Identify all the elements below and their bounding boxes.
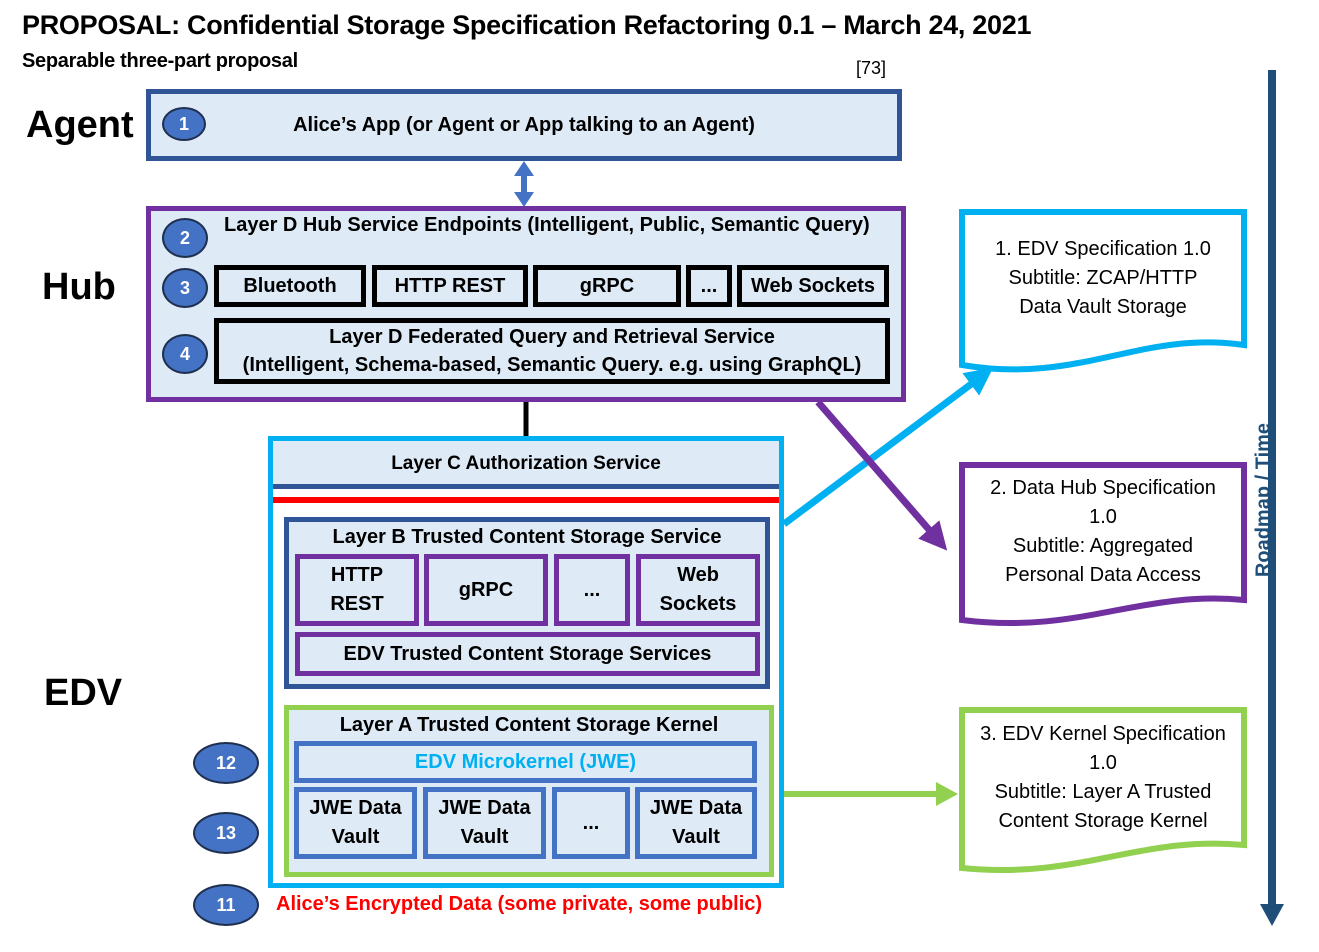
hub-endpoints-title: Layer D Hub Service Endpoints (Intellige… bbox=[224, 214, 870, 236]
vault-line: Vault bbox=[672, 826, 720, 848]
agent-label: Agent bbox=[26, 104, 134, 146]
protocol-line: gRPC bbox=[458, 578, 514, 601]
layer-b-protocol-web-sockets[interactable]: Web Sockets bbox=[636, 554, 760, 626]
vault-line: Vault bbox=[460, 826, 509, 848]
vault-line: ... bbox=[582, 811, 600, 834]
hub-protocol-web-sockets[interactable]: Web Sockets bbox=[737, 265, 889, 307]
spec-line: 3. EDV Kernel Specification bbox=[980, 723, 1226, 745]
vault-line: JWE Data bbox=[309, 797, 402, 819]
federated-query-title: Layer D Federated Query and Retrieval Se… bbox=[329, 326, 775, 348]
badge-11: 11 bbox=[193, 884, 259, 926]
spec3-document bbox=[959, 707, 1247, 874]
jwe-data-vault[interactable]: JWE Data Vault bbox=[423, 787, 546, 859]
spec3-text[interactable]: 3. EDV Kernel Specification 1.0 Subtitle… bbox=[966, 720, 1240, 836]
badge-4: 4 bbox=[162, 334, 208, 374]
spec1-text[interactable]: 1. EDV Specification 1.0 Subtitle: ZCAP/… bbox=[966, 235, 1240, 322]
hub-protocol-bluetooth[interactable]: Bluetooth bbox=[214, 265, 366, 307]
badge-12: 12 bbox=[193, 742, 259, 784]
layer-c-authorization[interactable]: Layer C Authorization Service bbox=[273, 441, 779, 486]
agent-app-label: Alice’s App (or Agent or App talking to … bbox=[293, 113, 755, 136]
roadmap-arrow bbox=[1260, 70, 1284, 926]
hub-to-spec2-arrow bbox=[815, 399, 948, 551]
hub-protocol-grpc[interactable]: gRPC bbox=[533, 265, 681, 307]
protocol-label: gRPC bbox=[579, 274, 635, 297]
badge-13: 13 bbox=[193, 812, 259, 854]
hub-protocol-more[interactable]: ... bbox=[686, 265, 732, 307]
spec-line: Subtitle: Aggregated bbox=[1012, 535, 1194, 557]
layer-b-protocol-http-rest[interactable]: HTTP REST bbox=[295, 554, 419, 626]
authorization-divider-blue bbox=[273, 484, 779, 489]
layer-b-title: Layer B Trusted Content Storage Service bbox=[332, 526, 722, 548]
agent-hub-double-arrow bbox=[514, 161, 534, 207]
protocol-line: HTTP bbox=[330, 564, 384, 586]
protocol-label: Bluetooth bbox=[243, 274, 337, 297]
hub-protocol-http-rest[interactable]: HTTP REST bbox=[372, 265, 528, 307]
layer-c-label: Layer C Authorization Service bbox=[391, 452, 661, 474]
layer-a-title: Layer A Trusted Content Storage Kernel bbox=[339, 714, 719, 736]
protocol-line: Web bbox=[677, 564, 719, 586]
edv-trusted-content-storage-services[interactable]: EDV Trusted Content Storage Services bbox=[295, 632, 760, 676]
jwe-data-vault[interactable]: JWE Data Vault bbox=[635, 787, 757, 859]
jwe-data-vault[interactable]: JWE Data Vault bbox=[294, 787, 417, 859]
spec-line: 1.0 bbox=[1089, 752, 1117, 774]
spec-line: Subtitle: Layer A Trusted bbox=[994, 781, 1212, 803]
edv-label: EDV bbox=[44, 672, 123, 714]
badge-1: 1 bbox=[162, 107, 206, 141]
services-label: EDV Trusted Content Storage Services bbox=[343, 642, 712, 665]
hub-label: Hub bbox=[42, 266, 116, 308]
spec-line: Personal Data Access bbox=[1005, 564, 1201, 586]
vault-line: JWE Data bbox=[438, 797, 531, 819]
federated-query-subtitle: (Intelligent, Schema-based, Semantic Que… bbox=[242, 354, 862, 376]
page-subtitle: Separable three-part proposal bbox=[22, 50, 298, 72]
protocol-line: Sockets bbox=[659, 593, 737, 615]
authorization-divider-red bbox=[273, 497, 779, 503]
spec-line: 1. EDV Specification 1.0 bbox=[995, 238, 1211, 260]
spec2-text[interactable]: 2. Data Hub Specification 1.0 Subtitle: … bbox=[966, 474, 1240, 590]
spec-line: 2. Data Hub Specification bbox=[990, 477, 1216, 499]
vault-line: JWE Data bbox=[649, 797, 743, 819]
protocol-label: ... bbox=[700, 274, 718, 297]
encrypted-data-label: Alice’s Encrypted Data (some private, so… bbox=[276, 893, 763, 915]
badge-2: 2 bbox=[162, 218, 208, 258]
reference-number: [73] bbox=[856, 58, 887, 78]
protocol-label: Web Sockets bbox=[750, 274, 876, 297]
edv-to-spec1-arrow bbox=[781, 367, 994, 527]
kernel-to-spec3-arrow bbox=[774, 782, 958, 806]
spec-line: Subtitle: ZCAP/HTTP bbox=[1008, 267, 1198, 289]
layer-b-protocol-grpc[interactable]: gRPC bbox=[424, 554, 548, 626]
spec-line: Data Vault Storage bbox=[1019, 296, 1187, 318]
vault-line: Vault bbox=[331, 826, 380, 848]
protocol-line: REST bbox=[330, 593, 384, 615]
spec1-document bbox=[959, 209, 1247, 373]
agent-app-box[interactable]: Alice’s App (or Agent or App talking to … bbox=[146, 89, 902, 161]
roadmap-label: Roadmap / Time bbox=[1252, 422, 1275, 578]
spec2-document bbox=[959, 462, 1247, 627]
hub-federated-query-box[interactable]: Layer D Federated Query and Retrieval Se… bbox=[214, 318, 890, 384]
microkernel-label: EDV Microkernel (JWE) bbox=[414, 750, 637, 773]
badge-3: 3 bbox=[162, 268, 208, 308]
protocol-label: HTTP REST bbox=[394, 274, 506, 297]
spec-line: Content Storage Kernel bbox=[998, 810, 1208, 832]
spec-line: 1.0 bbox=[1089, 506, 1117, 528]
page-title: PROPOSAL: Confidential Storage Specifica… bbox=[22, 10, 1032, 40]
layer-b-protocol-more[interactable]: ... bbox=[554, 554, 630, 626]
edv-microkernel[interactable]: EDV Microkernel (JWE) bbox=[294, 741, 757, 783]
protocol-line: ... bbox=[583, 578, 601, 601]
jwe-data-vault-more[interactable]: ... bbox=[552, 787, 630, 859]
